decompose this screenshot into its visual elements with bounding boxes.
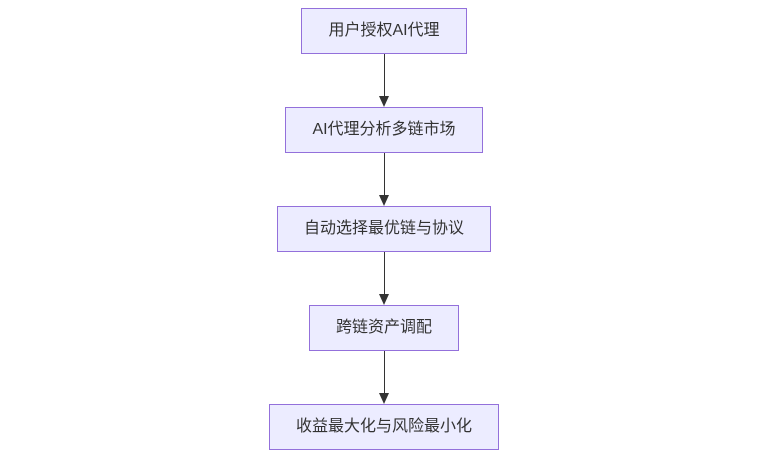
flow-edge-1: [379, 54, 389, 107]
flowchart-column: 用户授权AI代理 AI代理分析多链市场 自动选择最优链与协议 跨链资产调配: [268, 8, 499, 450]
node-label: 收益最大化与风险最小化: [295, 418, 472, 435]
flow-edge-4: [379, 351, 389, 404]
node-label: 自动选择最优链与协议: [303, 220, 464, 237]
arrow-line: [383, 54, 385, 96]
arrow-line: [383, 153, 385, 195]
arrow-line: [383, 351, 385, 393]
arrow-head-icon: [379, 393, 389, 404]
flowchart-node-maximize-return-minimize-risk: 收益最大化与风险最小化: [268, 404, 499, 450]
flowchart-node-crosschain-allocation: 跨链资产调配: [308, 305, 459, 351]
arrow-head-icon: [379, 96, 389, 107]
arrow-line: [383, 252, 385, 294]
arrow-head-icon: [379, 294, 389, 305]
node-label: AI代理分析多链市场: [312, 121, 456, 138]
node-label: 用户授权AI代理: [328, 22, 440, 39]
flow-edge-3: [379, 252, 389, 305]
flowchart-node-select-chain-protocol: 自动选择最优链与协议: [276, 206, 491, 252]
arrow-head-icon: [379, 195, 389, 206]
flowchart-node-analyze-market: AI代理分析多链市场: [285, 107, 483, 153]
flow-edge-2: [379, 153, 389, 206]
flowchart-node-user-authorize: 用户授权AI代理: [301, 8, 467, 54]
node-label: 跨链资产调配: [335, 319, 432, 336]
